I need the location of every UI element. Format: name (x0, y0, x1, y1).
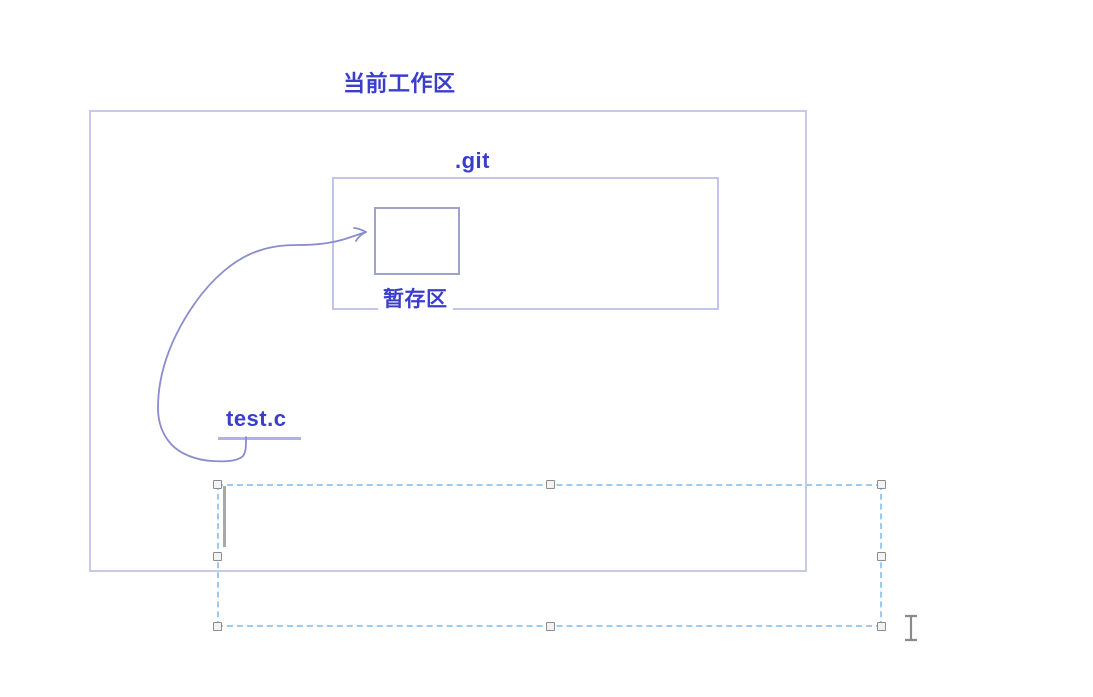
selection-marquee[interactable] (213, 480, 886, 631)
staging-area-label: 暂存区 (378, 287, 453, 313)
resize-handle-top-left[interactable] (213, 480, 222, 489)
resize-handle-middle-right[interactable] (877, 551, 886, 561)
workspace-label: 当前工作区 (343, 71, 456, 96)
selected-caret-bar[interactable] (223, 486, 226, 547)
text-ibeam-cursor (905, 614, 917, 642)
file-underline (218, 437, 301, 440)
resize-handle-middle-left[interactable] (213, 551, 222, 561)
resize-handle-top-right[interactable] (877, 480, 886, 489)
file-label: test.c (226, 406, 287, 431)
resize-handle-bottom-right[interactable] (877, 622, 886, 631)
resize-handle-bottom-left[interactable] (213, 622, 222, 631)
resize-handle-bottom-center[interactable] (545, 622, 555, 631)
resize-handle-top-center[interactable] (545, 480, 555, 489)
workspace-box[interactable] (89, 110, 807, 572)
staging-area-box[interactable] (374, 207, 460, 275)
git-label: .git (455, 148, 490, 173)
